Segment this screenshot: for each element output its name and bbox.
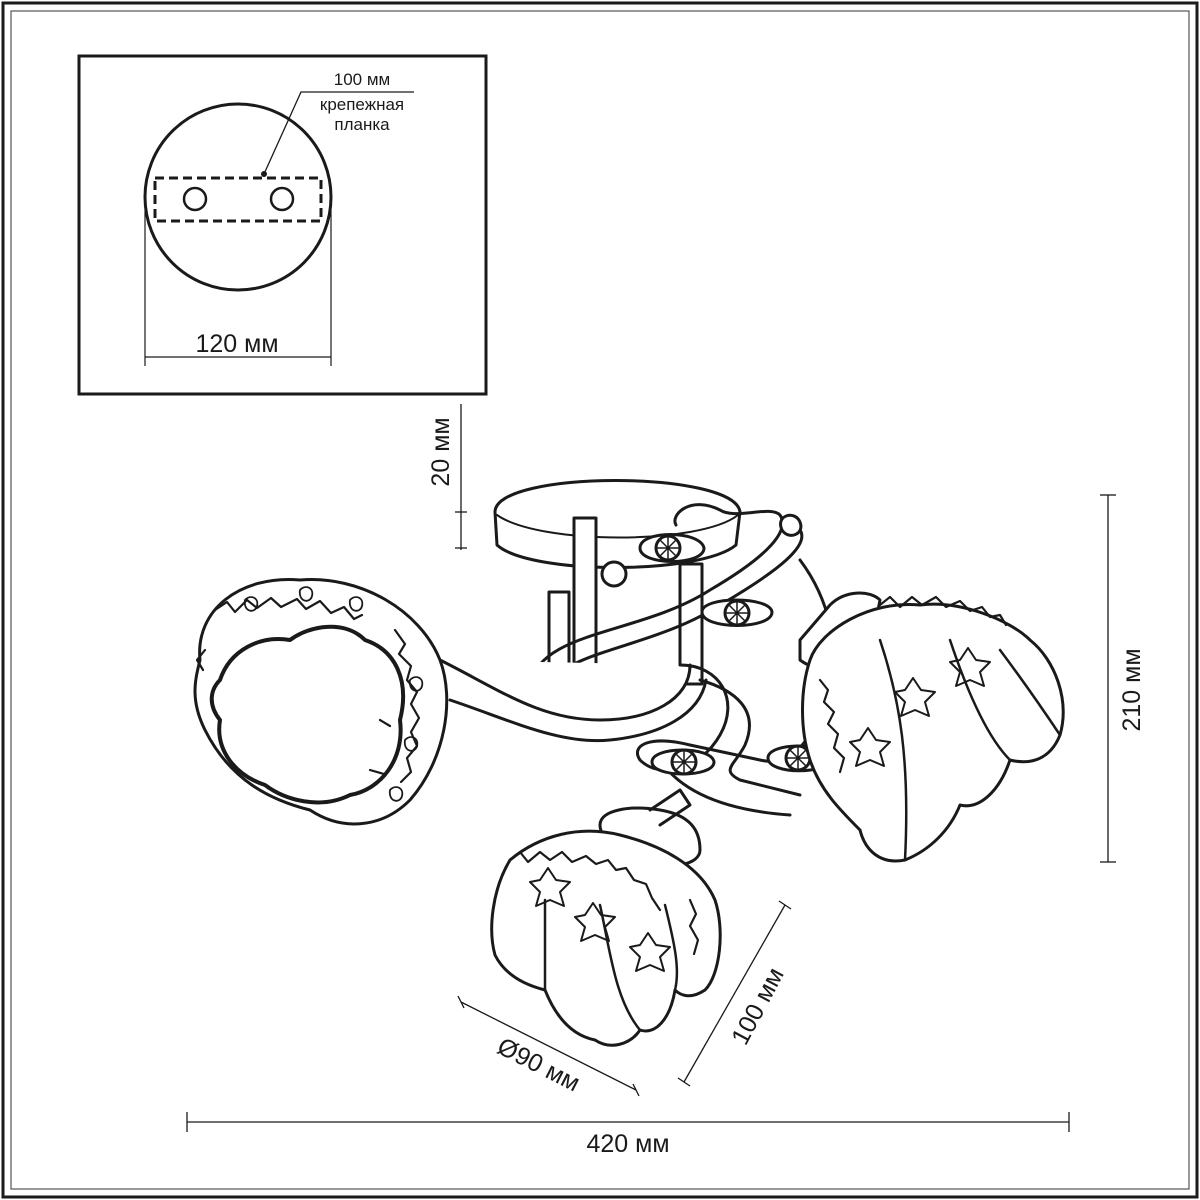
diameter-dim-line	[460, 1001, 637, 1091]
shade-bottom-lace	[508, 850, 700, 956]
arm-upper	[528, 503, 784, 687]
shade-left-lace	[195, 596, 421, 784]
shade-left	[193, 578, 449, 826]
medallion-1	[638, 533, 706, 563]
total-height-label: 210 мм	[1118, 648, 1146, 731]
plate-leader-line	[263, 91, 414, 175]
mount-hole-left	[182, 186, 208, 212]
shade-height-label: 100 мм	[726, 963, 790, 1049]
shade-right-folds	[878, 638, 1062, 862]
dimension-lines	[186, 404, 1116, 1132]
shade-right-body	[801, 602, 1065, 863]
medallion-3	[650, 748, 716, 776]
total-width-label: 420 мм	[586, 1130, 669, 1158]
rod-knob	[600, 560, 628, 588]
mounting-inset: 100 мм крепежная планка 120 мм	[77, 54, 488, 396]
plate-label-3: планка	[334, 115, 390, 134]
canopy-height-label: 20 мм	[427, 417, 455, 486]
mounting-bar	[153, 176, 323, 223]
plate-label-2: крепежная	[320, 95, 404, 114]
base-width-label: 120 мм	[195, 330, 278, 358]
shade-left-glass	[209, 624, 406, 805]
base-plate-circle	[143, 102, 333, 292]
inner-frame	[10, 10, 1190, 1190]
mount-hole-right	[269, 186, 295, 212]
chandelier-drawing	[193, 479, 1065, 1047]
arm-left	[438, 658, 692, 722]
arm-right-inner	[698, 678, 802, 797]
shade-bottom-folds	[543, 898, 679, 1032]
shade-left-outer	[193, 578, 449, 826]
medallion-2	[700, 598, 774, 627]
shade-bottom	[490, 788, 722, 1047]
hook-loop	[779, 513, 803, 537]
shade-right	[798, 591, 1065, 863]
inset-box	[77, 54, 488, 396]
shade-height-dim-line	[683, 904, 786, 1083]
side-rod-right	[678, 562, 704, 686]
shade-right-lace	[818, 595, 1008, 774]
plate-label-1: 100 мм	[334, 70, 390, 89]
shade-diameter-label: Ø90 мм	[493, 1032, 585, 1097]
canopy-rim	[496, 514, 739, 539]
arm-left-inner	[448, 678, 708, 743]
shade-bottom-stem	[648, 788, 692, 827]
canopy	[493, 479, 742, 569]
